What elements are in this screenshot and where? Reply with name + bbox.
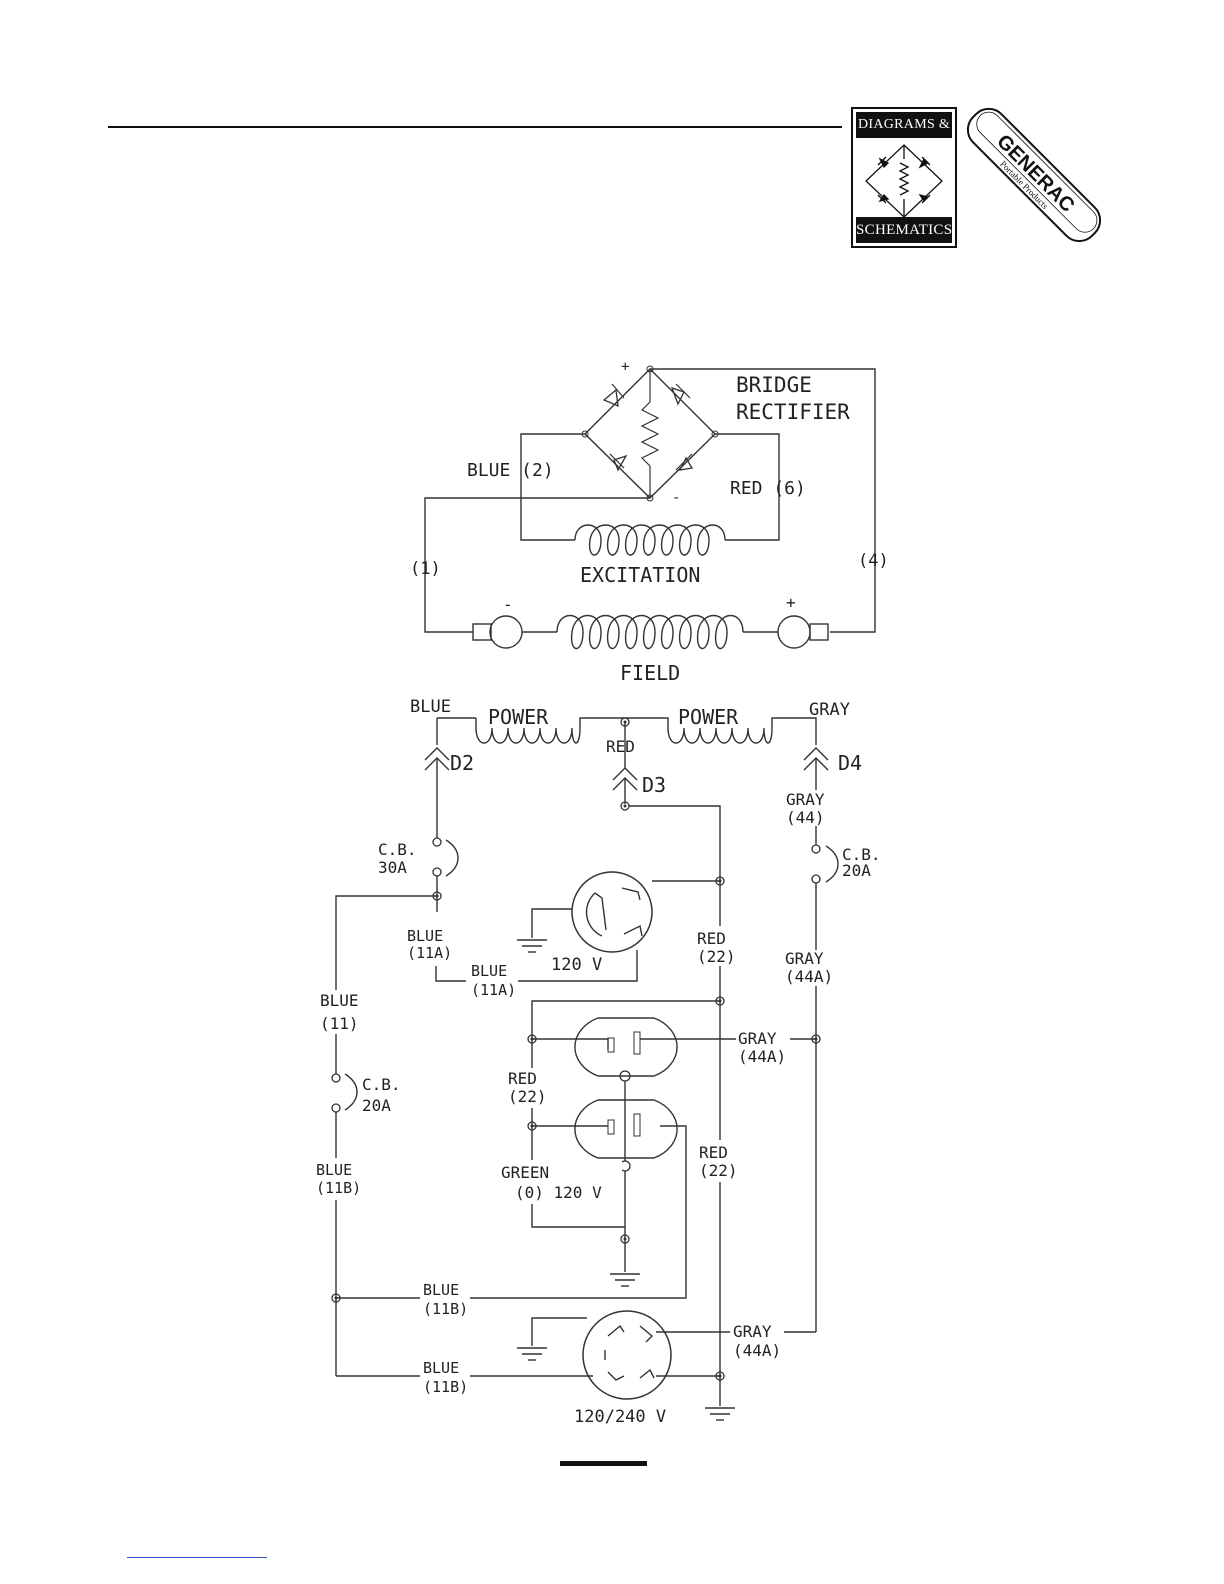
field-plus: + <box>786 593 796 612</box>
power-label-left: POWER <box>488 705 549 729</box>
red22-label-2: (22) <box>697 947 736 966</box>
green-label: GREEN <box>501 1163 549 1182</box>
gray44a3-label-1: GRAY <box>733 1322 772 1341</box>
red6-label: RED (6) <box>730 478 806 499</box>
power-blue-label: BLUE <box>410 697 451 717</box>
gray44-label-b: (44) <box>786 808 825 827</box>
logo-top-text: DIAGRAMS & <box>856 112 952 138</box>
twist-120v-label: 120 V <box>551 955 602 975</box>
power-label-right: POWER <box>678 705 739 729</box>
blue11b-label-1: BLUE <box>316 1161 352 1179</box>
blue11a2-label-1: BLUE <box>471 962 507 980</box>
gray44-label-a: GRAY <box>786 790 825 809</box>
wire-4 <box>650 368 876 633</box>
blue11-label-1: BLUE <box>320 991 359 1010</box>
wire1-label: (1) <box>410 559 441 579</box>
footer-link-underline[interactable] <box>127 1557 267 1558</box>
gray44a2-label-1: GRAY <box>738 1029 777 1048</box>
field-coil <box>556 615 744 650</box>
twist-lock-120-240v <box>582 1310 672 1400</box>
gray44a3-label-2: (44A) <box>733 1341 781 1360</box>
field-brush-plus <box>777 615 811 649</box>
blue11b-label-2: (11B) <box>316 1179 361 1197</box>
blue11b2-label-2: (11B) <box>423 1300 468 1318</box>
red22c-label-2: (22) <box>508 1087 547 1106</box>
cb30a-label-2: 30A <box>378 858 407 877</box>
bridge-title-1: BRIDGE <box>736 373 812 397</box>
blue11b3-label-1: BLUE <box>423 1359 459 1377</box>
d4-label: D4 <box>838 751 862 775</box>
red22c-label-1: RED <box>508 1069 537 1088</box>
green0-label: (0) 120 V <box>515 1183 602 1202</box>
blue11b3-label-2: (11B) <box>423 1378 468 1396</box>
field-minus: - <box>503 595 513 614</box>
blue11-label-2: (11) <box>320 1014 359 1033</box>
twist-lock-120v <box>571 871 653 953</box>
blue11b2-label-1: BLUE <box>423 1281 459 1299</box>
connector-d3 <box>612 767 638 811</box>
generac-badge: GENERAC Portable Products <box>966 107 1102 243</box>
cb20a-left-label-2: 20A <box>362 1096 391 1115</box>
d3-label: D3 <box>642 773 666 797</box>
diagrams-schematics-logo: DIAGRAMS & SCHEMATICS <box>851 107 957 248</box>
excitation-coil <box>574 524 726 556</box>
logo-bottom-text: SCHEMATICS <box>856 217 952 243</box>
page-number-bar <box>560 1461 647 1466</box>
red22b-label-2: (22) <box>699 1161 738 1180</box>
cb20a-left-label-1: C.B. <box>362 1075 401 1094</box>
power-red-label: RED <box>606 737 635 756</box>
blue2-label: BLUE (2) <box>467 460 554 481</box>
cb30a-label-1: C.B. <box>378 840 417 859</box>
gray44a-label-2: (44A) <box>785 967 833 986</box>
field-label: FIELD <box>620 661 680 685</box>
wire4-label: (4) <box>858 551 889 571</box>
bridge-rectifier <box>581 365 719 502</box>
bridge-plus: + <box>621 359 629 375</box>
cb20a-right-label-2: 20A <box>842 861 871 880</box>
connector-d2 <box>424 747 450 838</box>
cb-20a-right <box>825 845 839 883</box>
power-winding-left <box>475 727 581 744</box>
bridge-minus: - <box>672 490 680 506</box>
power-winding-right <box>667 727 773 744</box>
blue11a2-label-2: (11A) <box>471 981 516 999</box>
duplex-receptacle-120v <box>574 1017 678 1172</box>
d2-label: D2 <box>450 751 474 775</box>
twist-120-240v-label: 120/240 V <box>574 1407 666 1427</box>
wire-1 <box>424 497 650 633</box>
cb-30a <box>445 839 459 877</box>
blue11a-label-1: BLUE <box>407 927 443 945</box>
red22-label-1: RED <box>697 929 726 948</box>
cb20a-right-label-1: C.B. <box>842 845 881 864</box>
blue11a-label-2: (11A) <box>407 944 452 962</box>
connector-d4 <box>803 747 829 790</box>
bridge-title-2: RECTIFIER <box>736 400 850 424</box>
header-rule <box>108 126 842 128</box>
gray44a-label-1: GRAY <box>785 949 824 968</box>
blue2-wire <box>520 433 585 541</box>
red6-wire <box>715 433 780 541</box>
gray44a2-label-2: (44A) <box>738 1047 786 1066</box>
power-gray-label: GRAY <box>809 700 850 720</box>
excitation-label: EXCITATION <box>580 563 700 587</box>
red22b-label-1: RED <box>699 1143 728 1162</box>
field-brush-minus <box>489 615 523 649</box>
cb-20a-left <box>344 1073 358 1111</box>
